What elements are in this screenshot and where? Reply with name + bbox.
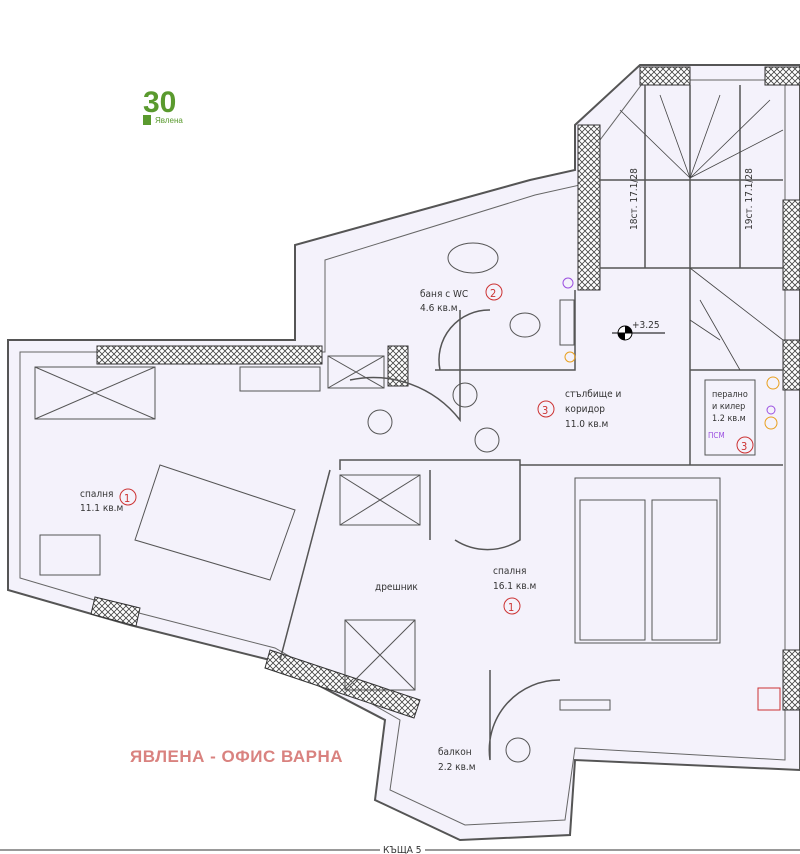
room-balcony-name: балкон [438,746,472,758]
toilet [509,312,541,338]
bed-right-1 [579,499,646,641]
utility-symbols [562,277,780,430]
room-closet-name: дрешник [375,582,418,593]
stairs-left-label: 18ст. 17.1/28 [629,168,640,230]
floor-area [7,64,800,842]
room-corridor-area: 11.0 кв.м [565,419,608,430]
room-corridor-name2: коридор [565,404,605,415]
room-balcony-area: 2.2 кв.м [438,762,476,773]
inner-outline [19,79,786,826]
room-laundry-area: 1.2 кв.м [712,414,746,424]
hatched-walls [90,66,800,719]
room-laundry-name2: и килер [712,402,745,412]
watermark: ЯВЛЕНА - ОФИС ВАРНА [130,747,343,766]
washing-machine-label: ПСМ [708,431,725,440]
room-bathroom-area: 4.6 кв.м [420,303,458,314]
furniture [34,242,781,763]
logo-number: 30 [143,86,176,119]
room-bathroom-name: баня с WC [420,288,468,300]
bed-left [134,464,296,581]
room-bedroom1-name: спалня [80,489,113,500]
room-bedroom2-name: спалня [493,566,526,577]
room-laundry-name: перално [712,390,748,400]
room-laundry-number: 3 [741,440,747,453]
level-marker-icon [612,325,665,341]
room-bedroom2-number: 1 [508,601,514,614]
room-corridor-number: 3 [542,404,548,417]
logo-brand: Явлена [155,116,183,125]
stairs-right-label: 19ст. 17.1/28 [744,168,755,230]
room-bedroom2-area: 16.1 кв.м [493,581,536,592]
footer-label: КЪЩА 5 [383,845,421,854]
sink [447,242,499,274]
room-bedroom1-area: 11.1 кв.м [80,503,123,514]
staircase [619,94,784,371]
room-corridor-name: стълбище и [565,388,622,400]
room-bathroom-number: 2 [490,287,496,300]
room-bedroom1-number: 1 [124,492,130,505]
bed-right-2 [651,499,718,641]
level-mark: +3.25 [632,320,660,331]
company-logo: 30 Явлена [143,86,183,125]
